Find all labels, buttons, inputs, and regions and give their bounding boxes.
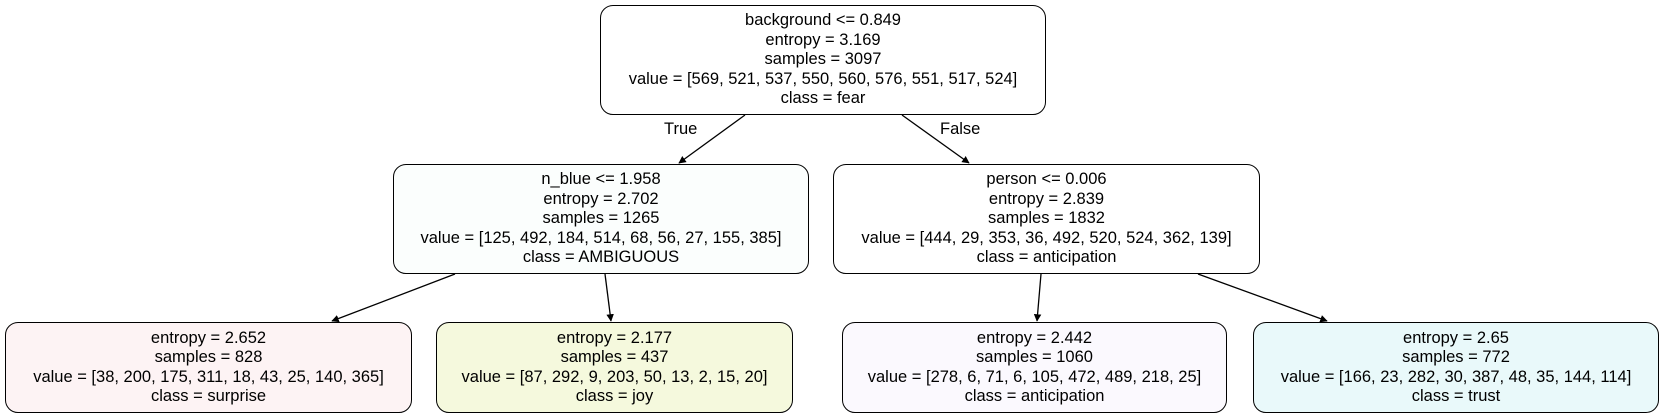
node-samples: samples = 437 xyxy=(560,348,669,366)
node-entropy: entropy = 2.702 xyxy=(543,189,659,208)
edge-right-to-leaf3 xyxy=(1033,273,1042,322)
node-value: value = [278, 6, 71, 6, 105, 472, 489, 2… xyxy=(867,367,1202,386)
node-split-condition: background <= 0.849 xyxy=(745,11,901,30)
node-value: value = [87, 292, 9, 203, 50, 13, 2, 15,… xyxy=(461,367,768,386)
node-class: class = AMBIGUOUS xyxy=(522,248,680,267)
node-class: class = fear xyxy=(780,89,866,108)
node-class: class = surprise xyxy=(150,387,267,405)
node-value: value = [166, 23, 282, 30, 387, 48, 35, … xyxy=(1280,367,1632,386)
node-entropy: entropy = 2.65 xyxy=(1403,328,1509,347)
node-samples: samples = 772 xyxy=(1402,348,1510,366)
node-split-condition: n_blue <= 1.958 xyxy=(541,170,661,189)
edge-root-to-right xyxy=(901,114,970,164)
edge-left-to-leaf2 xyxy=(604,273,614,322)
node-value: value = [569, 521, 537, 550, 560, 576, 5… xyxy=(628,69,1018,88)
node-entropy: entropy = 2.177 xyxy=(556,328,673,347)
node-entropy: entropy = 2.442 xyxy=(976,328,1093,347)
node-class: class = anticipation xyxy=(976,248,1117,267)
node-value: value = [38, 200, 175, 311, 18, 43, 25, … xyxy=(33,367,384,386)
node-samples: samples = 1060 xyxy=(976,348,1093,366)
node-entropy: entropy = 2.652 xyxy=(150,328,267,347)
edge-right-to-leaf4 xyxy=(1197,273,1328,323)
node-entropy: entropy = 3.169 xyxy=(765,30,881,49)
node-class: class = trust xyxy=(1411,387,1501,405)
node-samples: samples = 3097 xyxy=(764,50,882,69)
edge-left-to-leaf1 xyxy=(331,273,456,323)
node-class: class = joy xyxy=(575,387,654,405)
node-value: value = [125, 492, 184, 514, 68, 56, 27,… xyxy=(420,228,782,247)
edge-label-true: True xyxy=(664,120,698,138)
node-value: value = [444, 29, 353, 36, 492, 520, 524… xyxy=(861,228,1232,247)
node-samples: samples = 1265 xyxy=(542,209,660,228)
node-split-condition: person <= 0.006 xyxy=(986,170,1107,189)
node-class: class = anticipation xyxy=(964,387,1105,405)
node-samples: samples = 828 xyxy=(154,348,263,366)
edge-root-to-left xyxy=(678,114,746,164)
node-samples: samples = 1832 xyxy=(988,209,1105,228)
edge-label-false: False xyxy=(940,120,981,138)
node-entropy: entropy = 2.839 xyxy=(988,189,1105,208)
